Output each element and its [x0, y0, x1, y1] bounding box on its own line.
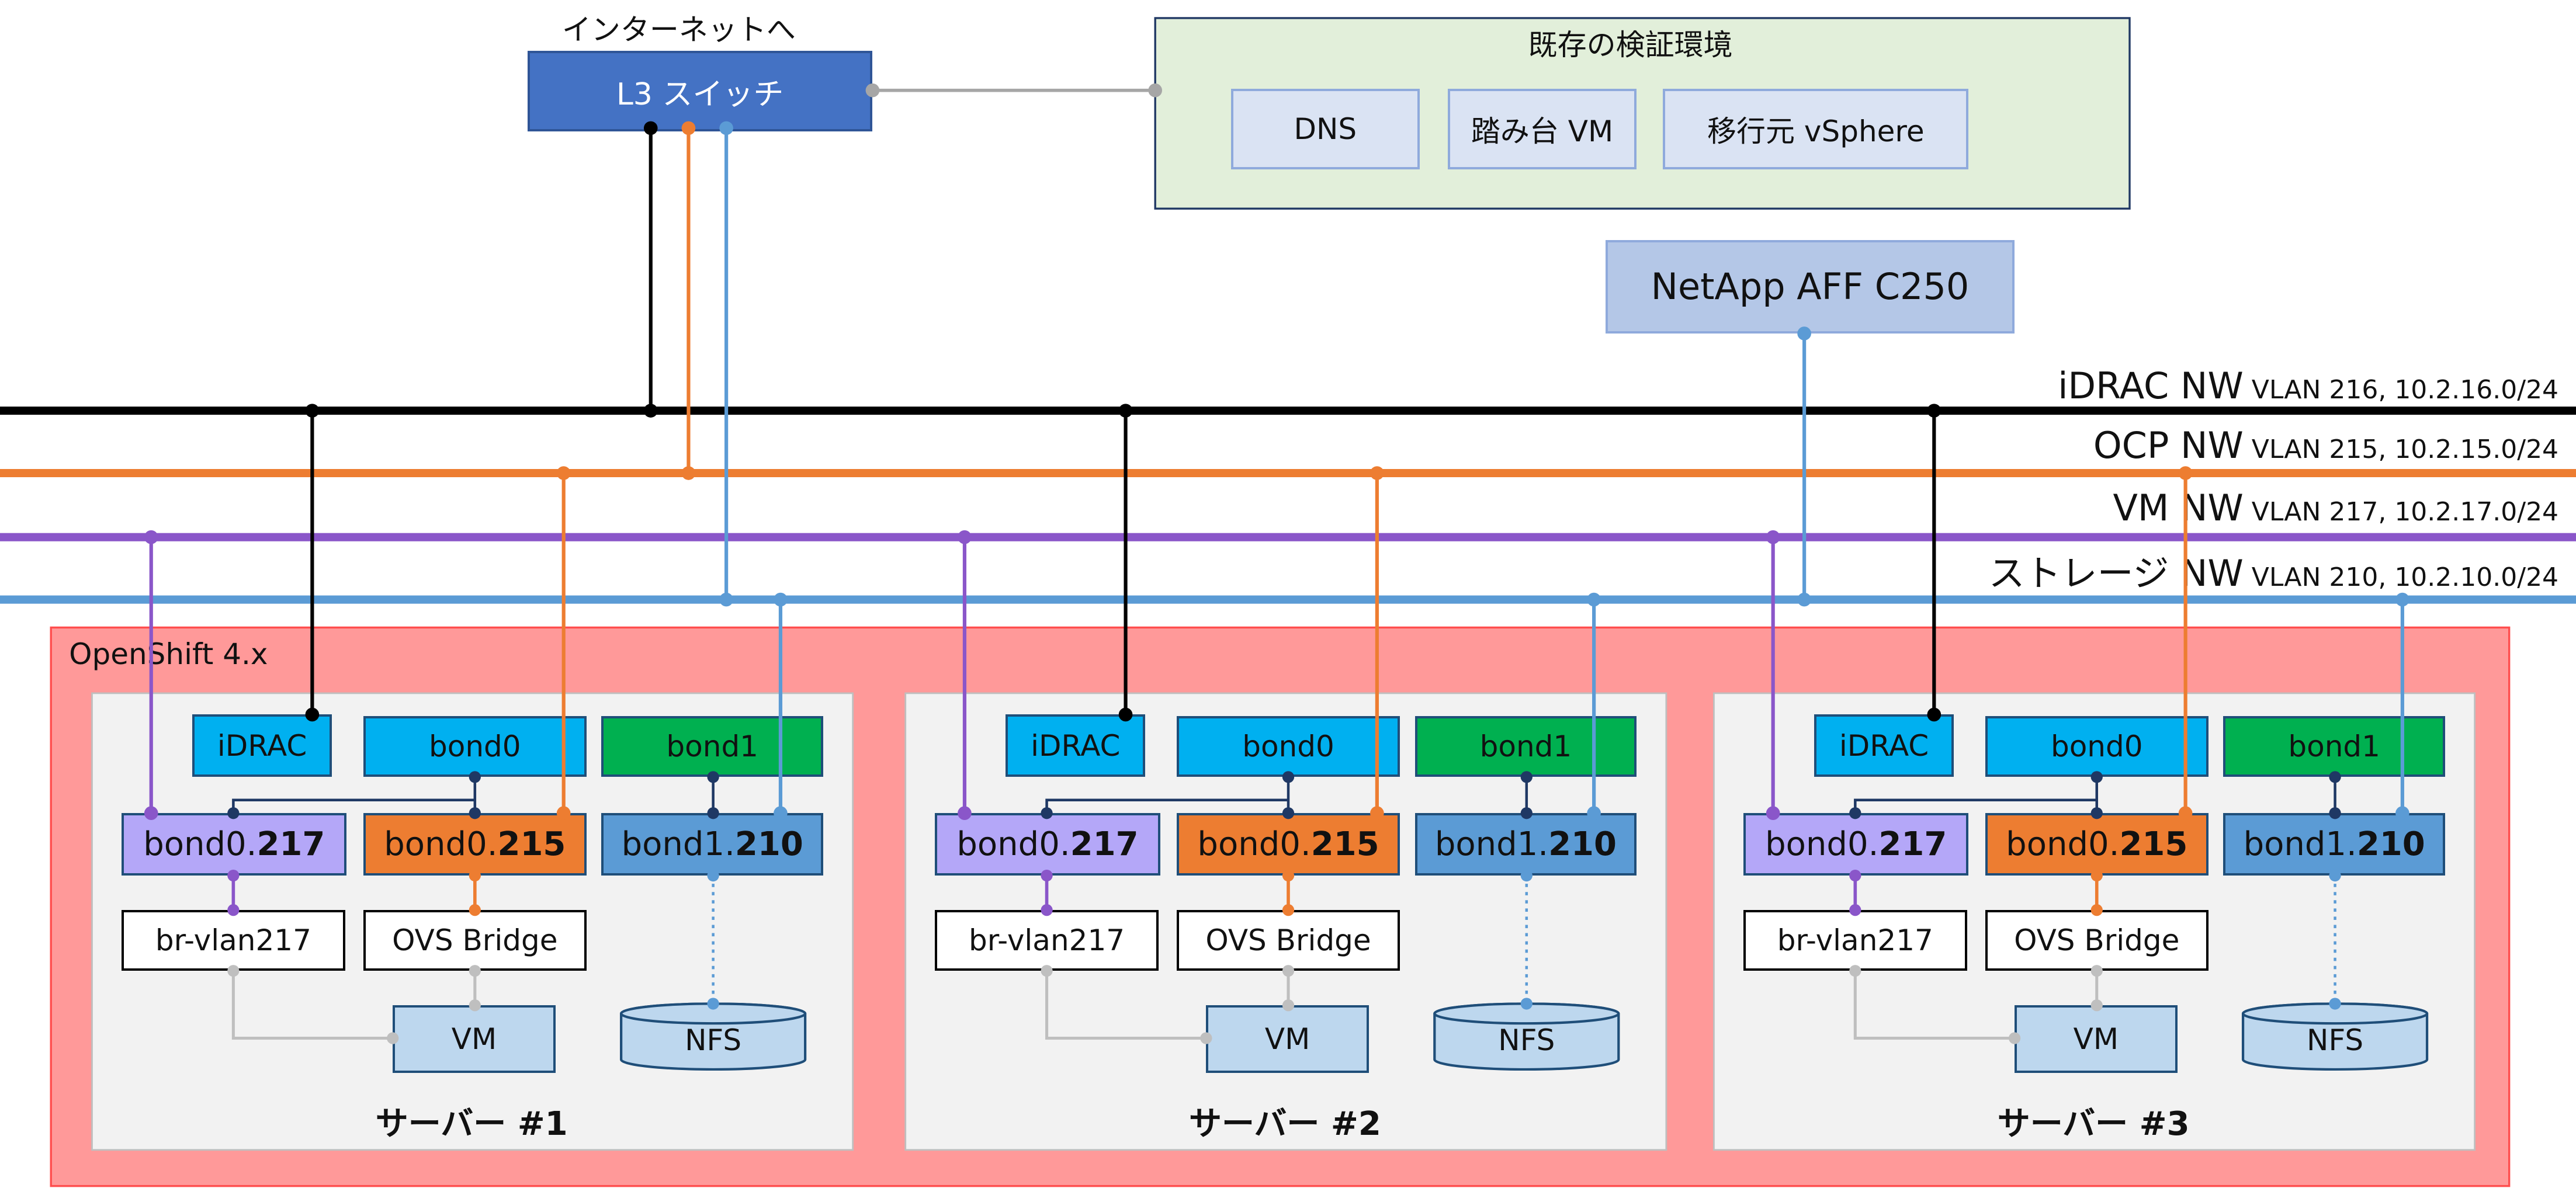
server-1-bond0: bond0	[363, 716, 587, 777]
server-2-bond0-215: bond0.215	[1176, 813, 1400, 876]
server-2-bond0-217: bond0.217	[935, 813, 1160, 876]
server-1-bond0-217: bond0.217	[122, 813, 347, 876]
server-1-br-vlan217-label: br-vlan217	[155, 923, 311, 958]
server-1-idrac-port-label: iDRAC	[217, 728, 307, 763]
server-3-bond1-label: bond1	[2288, 730, 2380, 764]
server-3-bond0-215: bond0.215	[1985, 813, 2209, 876]
network-name: iDRAC NW	[2058, 364, 2244, 408]
server-3-vm: VM	[2015, 1005, 2178, 1073]
network-detail: VLAN 215, 10.2.15.0/24	[2243, 434, 2559, 464]
server-2-vm: VM	[1206, 1005, 1369, 1073]
server-1-ovs-bridge: OVS Bridge	[363, 910, 587, 971]
server-2-bond1-210-prefix: bond1.	[1434, 825, 1549, 864]
network-name: OCP NW	[2093, 423, 2244, 467]
server-1-bond0-217-prefix: bond0.	[143, 825, 257, 864]
server-2-bond0-215-vlan: 215	[1310, 825, 1379, 864]
server-2-br-vlan217: br-vlan217	[935, 910, 1159, 971]
network-label-4: ストレージ NW VLAN 210, 10.2.10.0/24	[1989, 544, 2558, 596]
network-label-3: VM NW VLAN 217, 10.2.17.0/24	[2113, 487, 2558, 529]
server-3-ovs-bridge-label: OVS Bridge	[2014, 923, 2180, 958]
server-2-bond0-215-prefix: bond0.	[1197, 825, 1311, 864]
server-1-bond0-215-prefix: bond0.	[384, 825, 498, 864]
server-1-bond0-label: bond0	[429, 730, 521, 764]
server-2-nfs-cylinder	[1433, 1002, 1620, 1071]
server-1-nfs-cylinder	[620, 1002, 807, 1071]
server-3-bond1-210: bond1.210	[2223, 813, 2445, 876]
server-1-bond0-217-vlan: 217	[256, 825, 325, 864]
dns-box: DNS	[1230, 88, 1420, 169]
server-3-br-vlan217-label: br-vlan217	[1777, 923, 1933, 958]
server-3-idrac-port-label: iDRAC	[1839, 728, 1929, 763]
server-1-idrac-port: iDRAC	[192, 714, 332, 777]
server-2-bond1-label: bond1	[1479, 730, 1572, 764]
server-3-nfs-label: NFS	[2307, 1023, 2364, 1058]
server-2-vm-label: VM	[1264, 1022, 1310, 1056]
l3-switch: L3 スイッチ	[527, 51, 873, 131]
server-1-vm-label: VM	[451, 1022, 497, 1056]
server-3-ovs-bridge: OVS Bridge	[1985, 910, 2209, 971]
server-1-ovs-bridge-label: OVS Bridge	[392, 923, 558, 958]
server-2-bond0-label: bond0	[1242, 730, 1334, 764]
vsphere-box: 移行元 vSphere	[1663, 88, 1969, 169]
server-2-name: サーバー #2	[1188, 1104, 1381, 1143]
server-3-bond0-215-prefix: bond0.	[2006, 825, 2120, 864]
server-3-br-vlan217: br-vlan217	[1743, 910, 1967, 971]
server-1-bond0-215: bond0.215	[363, 813, 587, 876]
server-1-name: サーバー #1	[375, 1104, 568, 1143]
server-1-bond1: bond1	[601, 716, 824, 777]
network-detail: VLAN 210, 10.2.10.0/24	[2243, 562, 2559, 592]
server-1-bond1-210-prefix: bond1.	[621, 825, 735, 864]
server-2-bond1: bond1	[1414, 716, 1637, 777]
server-3-name: サーバー #3	[1997, 1104, 2190, 1143]
netapp-aff-c250: NetApp AFF C250	[1605, 239, 2015, 334]
network-name: VM NW	[2113, 486, 2244, 529]
server-2-idrac-port: iDRAC	[1006, 714, 1146, 777]
server-3-bond1-210-vlan: 210	[2356, 825, 2425, 864]
server-3-bond0-217-prefix: bond0.	[1765, 825, 1879, 864]
l3-switch-label: L3 スイッチ	[616, 77, 784, 112]
server-3-bond0: bond0	[1985, 716, 2209, 777]
server-2-ovs-bridge: OVS Bridge	[1176, 910, 1400, 971]
dns-box-label: DNS	[1294, 112, 1357, 146]
vsphere-box-label: 移行元 vSphere	[1707, 114, 1925, 148]
server-2-idrac-port-label: iDRAC	[1031, 728, 1121, 763]
server-2-bond0-217-prefix: bond0.	[956, 825, 1070, 864]
server-2-ovs-bridge-label: OVS Bridge	[1205, 923, 1371, 958]
bastion-vm-box-label: 踏み台 VM	[1471, 114, 1614, 148]
server-3-nfs-cylinder	[2241, 1002, 2429, 1071]
server-1-nfs-label: NFS	[685, 1023, 742, 1058]
server-3-bond0-217: bond0.217	[1743, 813, 1969, 876]
network-label-2: OCP NW VLAN 215, 10.2.15.0/24	[2093, 424, 2558, 467]
server-1-bond1-210-vlan: 210	[734, 825, 803, 864]
server-1-bond1-label: bond1	[666, 730, 758, 764]
bastion-vm-box: 踏み台 VM	[1447, 88, 1637, 169]
network-detail: VLAN 217, 10.2.17.0/24	[2243, 496, 2559, 527]
server-3-bond0-215-vlan: 215	[2119, 825, 2188, 864]
network-name: ストレージ NW	[1988, 551, 2244, 595]
server-1-bond1-210: bond1.210	[601, 813, 824, 876]
server-2-nfs-label: NFS	[1498, 1023, 1555, 1058]
netapp-aff-c250-label: NetApp AFF C250	[1651, 265, 1970, 308]
server-3-bond0-217-vlan: 217	[1878, 825, 1947, 864]
server-3-idrac-port: iDRAC	[1814, 714, 1954, 777]
server-1-bond0-215-vlan: 215	[497, 825, 566, 864]
network-detail: VLAN 216, 10.2.16.0/24	[2243, 375, 2559, 405]
server-1-vm: VM	[393, 1005, 556, 1073]
server-1-br-vlan217: br-vlan217	[122, 910, 345, 971]
openshift-label: OpenShift 4.x	[69, 637, 268, 672]
server-2-bond0-217-vlan: 217	[1070, 825, 1139, 864]
server-3-vm-label: VM	[2073, 1022, 2119, 1056]
server-2-bond1-210: bond1.210	[1414, 813, 1637, 876]
existing-env-title: 既存の検証環境	[1528, 27, 1733, 62]
server-2-br-vlan217-label: br-vlan217	[969, 923, 1125, 958]
server-2-bond1-210-vlan: 210	[1548, 825, 1617, 864]
server-3-bond1: bond1	[2223, 716, 2445, 777]
internet-label: インターネットへ	[561, 13, 796, 47]
server-3-bond0-label: bond0	[2050, 730, 2143, 764]
server-2-bond0: bond0	[1176, 716, 1400, 777]
server-3-bond1-210-prefix: bond1.	[2243, 825, 2357, 864]
network-label-1: iDRAC NW VLAN 216, 10.2.16.0/24	[2058, 364, 2558, 407]
